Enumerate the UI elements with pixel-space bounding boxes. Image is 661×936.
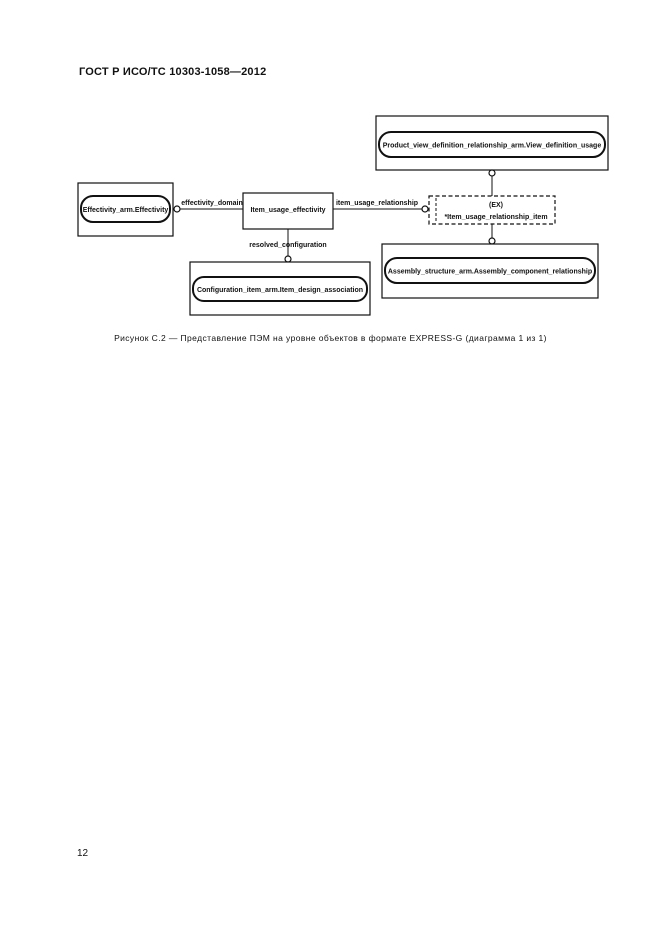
relation-item-usage-relationship: item_usage_relationship [333, 200, 429, 213]
select-item-usage-relationship-item: (EX) *Item_usage_relationship_item [428, 195, 556, 225]
figure-caption: Рисунок С.2 — Представление ПЭМ на уровн… [114, 333, 547, 343]
select-link-assembly-component [488, 224, 496, 245]
entity-assembly-component: Assembly_structure_arm.Assembly_componen… [381, 243, 599, 299]
select-link-product-view [488, 169, 496, 196]
select-name-label: *Item_usage_relationship_item [444, 214, 547, 221]
express-g-diagram: Effectivity_arm.Effectivity effectivity_… [77, 115, 609, 316]
relation-end-circle [488, 169, 496, 177]
entity-configuration-item: Configuration_item_arm.Item_design_assoc… [189, 261, 371, 316]
document-header: ГОСТ Р ИСО/ТС 10303-1058—2012 [79, 66, 267, 78]
select-tag-label: (EX) [489, 202, 503, 209]
relation-effectivity-domain-label: effectivity_domain [181, 200, 242, 207]
relation-item-usage-relationship-label: item_usage_relationship [336, 200, 418, 207]
relation-end-circle [284, 255, 292, 263]
entity-item-usage-effectivity: Item_usage_effectivity [242, 192, 334, 230]
entity-effectivity: Effectivity_arm.Effectivity [77, 182, 174, 237]
entity-effectivity-label: Effectivity_arm.Effectivity [83, 207, 169, 214]
relation-resolved-configuration: resolved_configuration [249, 229, 327, 263]
entity-item-usage-effectivity-label: Item_usage_effectivity [250, 207, 325, 214]
relation-effectivity-domain: effectivity_domain [173, 200, 243, 213]
entity-configuration-item-label: Configuration_item_arm.Item_design_assoc… [197, 287, 363, 294]
page-number: 12 [77, 848, 89, 859]
relation-resolved-configuration-label: resolved_configuration [249, 242, 326, 249]
relation-end-circle [488, 237, 496, 245]
entity-assembly-component-label: Assembly_structure_arm.Assembly_componen… [388, 269, 592, 276]
entity-product-view-definition-label: Product_view_definition_relationship_arm… [383, 143, 602, 150]
relation-end-circle [173, 205, 181, 213]
relation-end-circle [421, 205, 429, 213]
entity-product-view-definition: Product_view_definition_relationship_arm… [375, 115, 609, 171]
